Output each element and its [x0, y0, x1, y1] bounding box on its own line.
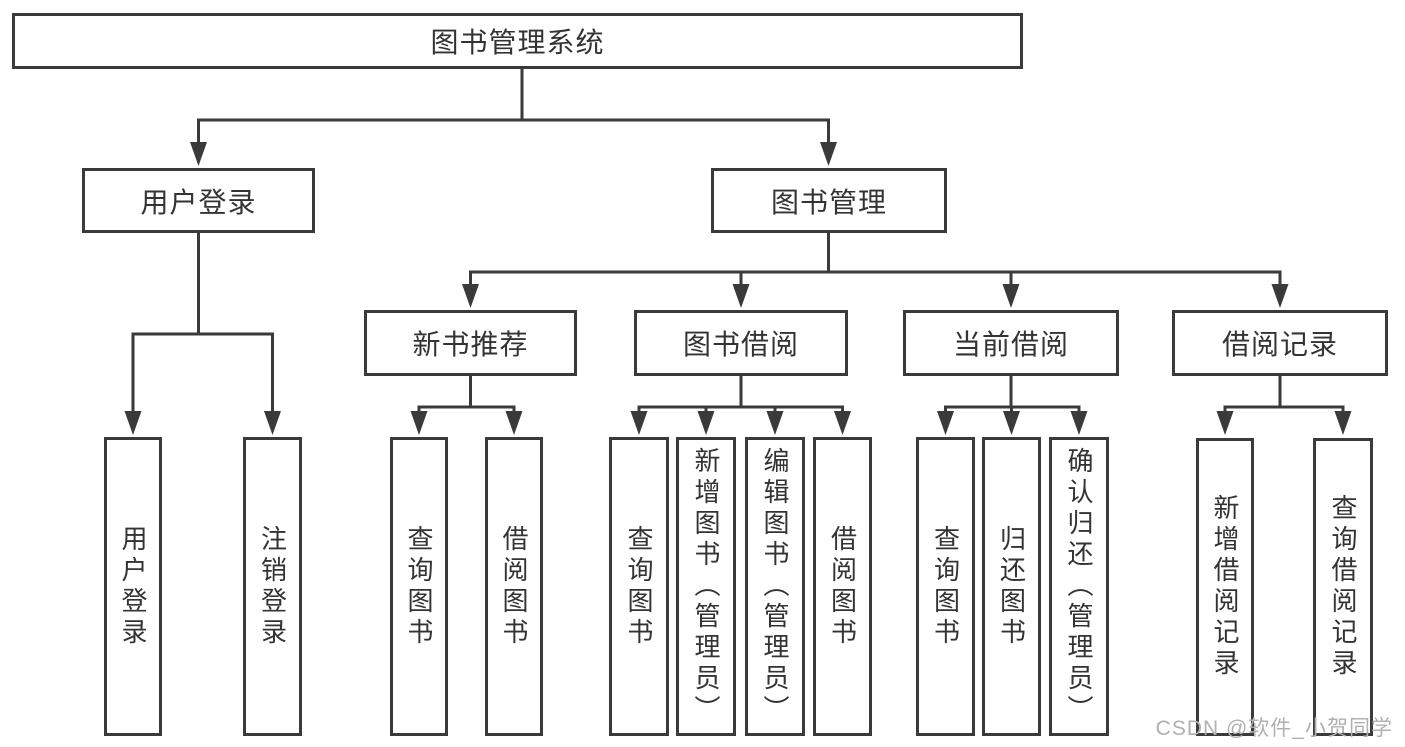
leaf-br-query-record: 查询借阅记录: [1313, 438, 1373, 736]
leaf-cb-return-books-label: 归还图书: [996, 524, 1027, 649]
node-root: 图书管理系统: [12, 13, 1023, 69]
connector-path: [131, 69, 1345, 413]
node-user-login: 用户登录: [82, 168, 315, 233]
leaf-nb-borrow-books: 借阅图书: [485, 437, 543, 736]
watermark: CSDN @软件_小贺同学: [1155, 717, 1393, 740]
leaf-cb-query-books-label: 查询图书: [930, 524, 961, 649]
leaf-user-login: 用户登录: [104, 437, 162, 736]
arrowhead-icons: [124, 142, 1352, 435]
leaf-nb-borrow-books-label: 借阅图书: [499, 524, 529, 649]
leaf-bb-edit-books-admin: 编辑图书（管理员）: [745, 437, 805, 736]
node-new-book-recommend: 新书推荐: [364, 310, 577, 376]
leaf-cb-query-books: 查询图书: [916, 437, 975, 736]
leaf-bb-add-books-admin: 新增图书（管理员）: [676, 437, 736, 736]
node-borrow-records: 借阅记录: [1172, 310, 1388, 376]
node-book-management: 图书管理: [711, 168, 947, 233]
leaf-bb-borrow-books-label: 借阅图书: [827, 524, 858, 649]
leaf-bb-query-books: 查询图书: [609, 437, 669, 736]
leaf-br-add-record-label: 新增借阅记录: [1210, 494, 1240, 680]
leaf-logout-label: 注销登录: [257, 524, 288, 649]
leaf-nb-query-books: 查询图书: [390, 437, 448, 736]
leaf-br-query-record-label: 查询借阅记录: [1328, 494, 1358, 680]
leaf-br-add-record: 新增借阅记录: [1196, 438, 1254, 736]
leaf-bb-add-books-admin-label: 新增图书（管理员）: [691, 447, 721, 726]
leaf-logout: 注销登录: [243, 437, 302, 736]
leaf-user-login-label: 用户登录: [118, 524, 148, 649]
node-book-borrow: 图书借阅: [634, 310, 848, 376]
node-current-borrow: 当前借阅: [903, 310, 1119, 376]
leaf-bb-edit-books-admin-label: 编辑图书（管理员）: [760, 447, 790, 726]
leaf-bb-borrow-books: 借阅图书: [813, 437, 872, 736]
leaf-nb-query-books-label: 查询图书: [404, 524, 434, 649]
leaf-cb-confirm-return-admin: 确认归还（管理员）: [1049, 437, 1109, 736]
leaf-cb-return-books: 归还图书: [982, 437, 1041, 736]
leaf-cb-confirm-return-admin-label: 确认归还（管理员）: [1064, 447, 1094, 726]
leaf-bb-query-books-label: 查询图书: [624, 524, 654, 649]
